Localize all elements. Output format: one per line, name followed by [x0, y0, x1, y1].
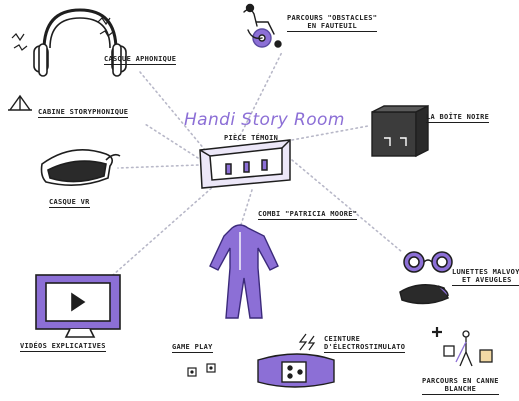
- label-ceinture-line1: CEINTURE: [324, 335, 405, 343]
- jumpsuit-icon: [210, 225, 278, 318]
- monitor-icon: [36, 275, 120, 337]
- dice-icon: [188, 364, 215, 376]
- lightning-icon: [300, 334, 314, 350]
- center-label: PIÈCE TÉMOIN: [224, 134, 278, 142]
- label-casque-vr: CASQUE VR: [49, 198, 90, 208]
- connector-vr: [118, 165, 198, 168]
- label-parcours-fauteuil: PARCOURS "OBSTACLES" EN FAUTEUIL: [287, 14, 377, 32]
- black-box-icon: [372, 106, 428, 156]
- label-parcours-canne: PARCOURS EN CANNE BLANCHE: [422, 377, 499, 395]
- label-parcours-fauteuil-line2: EN FAUTEUIL: [287, 22, 377, 32]
- headphones-icon: [34, 10, 126, 76]
- label-game-play: GAME PLAY: [172, 343, 213, 353]
- connector-videos: [105, 185, 215, 282]
- label-cabine-storyphonique: CABINE STORYPHONIQUE: [38, 108, 128, 118]
- label-ceinture: CEINTURE D'ÉLECTROSTIMULATO: [324, 335, 405, 353]
- booth-icon: [8, 96, 32, 110]
- belt-icon: [258, 354, 334, 387]
- label-parcours-canne-line1: PARCOURS EN CANNE: [422, 377, 499, 385]
- label-boite-noire: LA BOÎTE NOIRE: [426, 113, 489, 123]
- label-parcours-canne-line2: BLANCHE: [422, 385, 499, 395]
- connector-lunettes: [292, 160, 402, 252]
- room-box-icon: [200, 140, 290, 188]
- label-lunettes-line1: LUNETTES MALVOYANT: [452, 268, 519, 276]
- wheelchair-icon: [244, 5, 281, 48]
- connector-combi: [240, 190, 252, 228]
- blind-cane-icon: [444, 331, 492, 366]
- glasses-icon: [400, 252, 452, 304]
- label-lunettes-line2: ET AVEUGLES: [452, 276, 519, 286]
- label-combi: COMBI "PATRICIA MOORE": [258, 210, 357, 220]
- label-lunettes: LUNETTES MALVOYANT ET AVEUGLES: [452, 268, 519, 286]
- label-videos: VIDÉOS EXPLICATIVES: [20, 342, 106, 352]
- label-ceinture-line2: D'ÉLECTROSTIMULATO: [324, 343, 405, 353]
- vr-headset-icon: [42, 150, 121, 185]
- plus-icon: [432, 327, 442, 337]
- diagram-title: Handi Story Room: [184, 110, 345, 130]
- label-parcours-fauteuil-line1: PARCOURS "OBSTACLES": [287, 14, 377, 22]
- label-casque-aphonique: CASQUE APHONIQUE: [104, 55, 176, 65]
